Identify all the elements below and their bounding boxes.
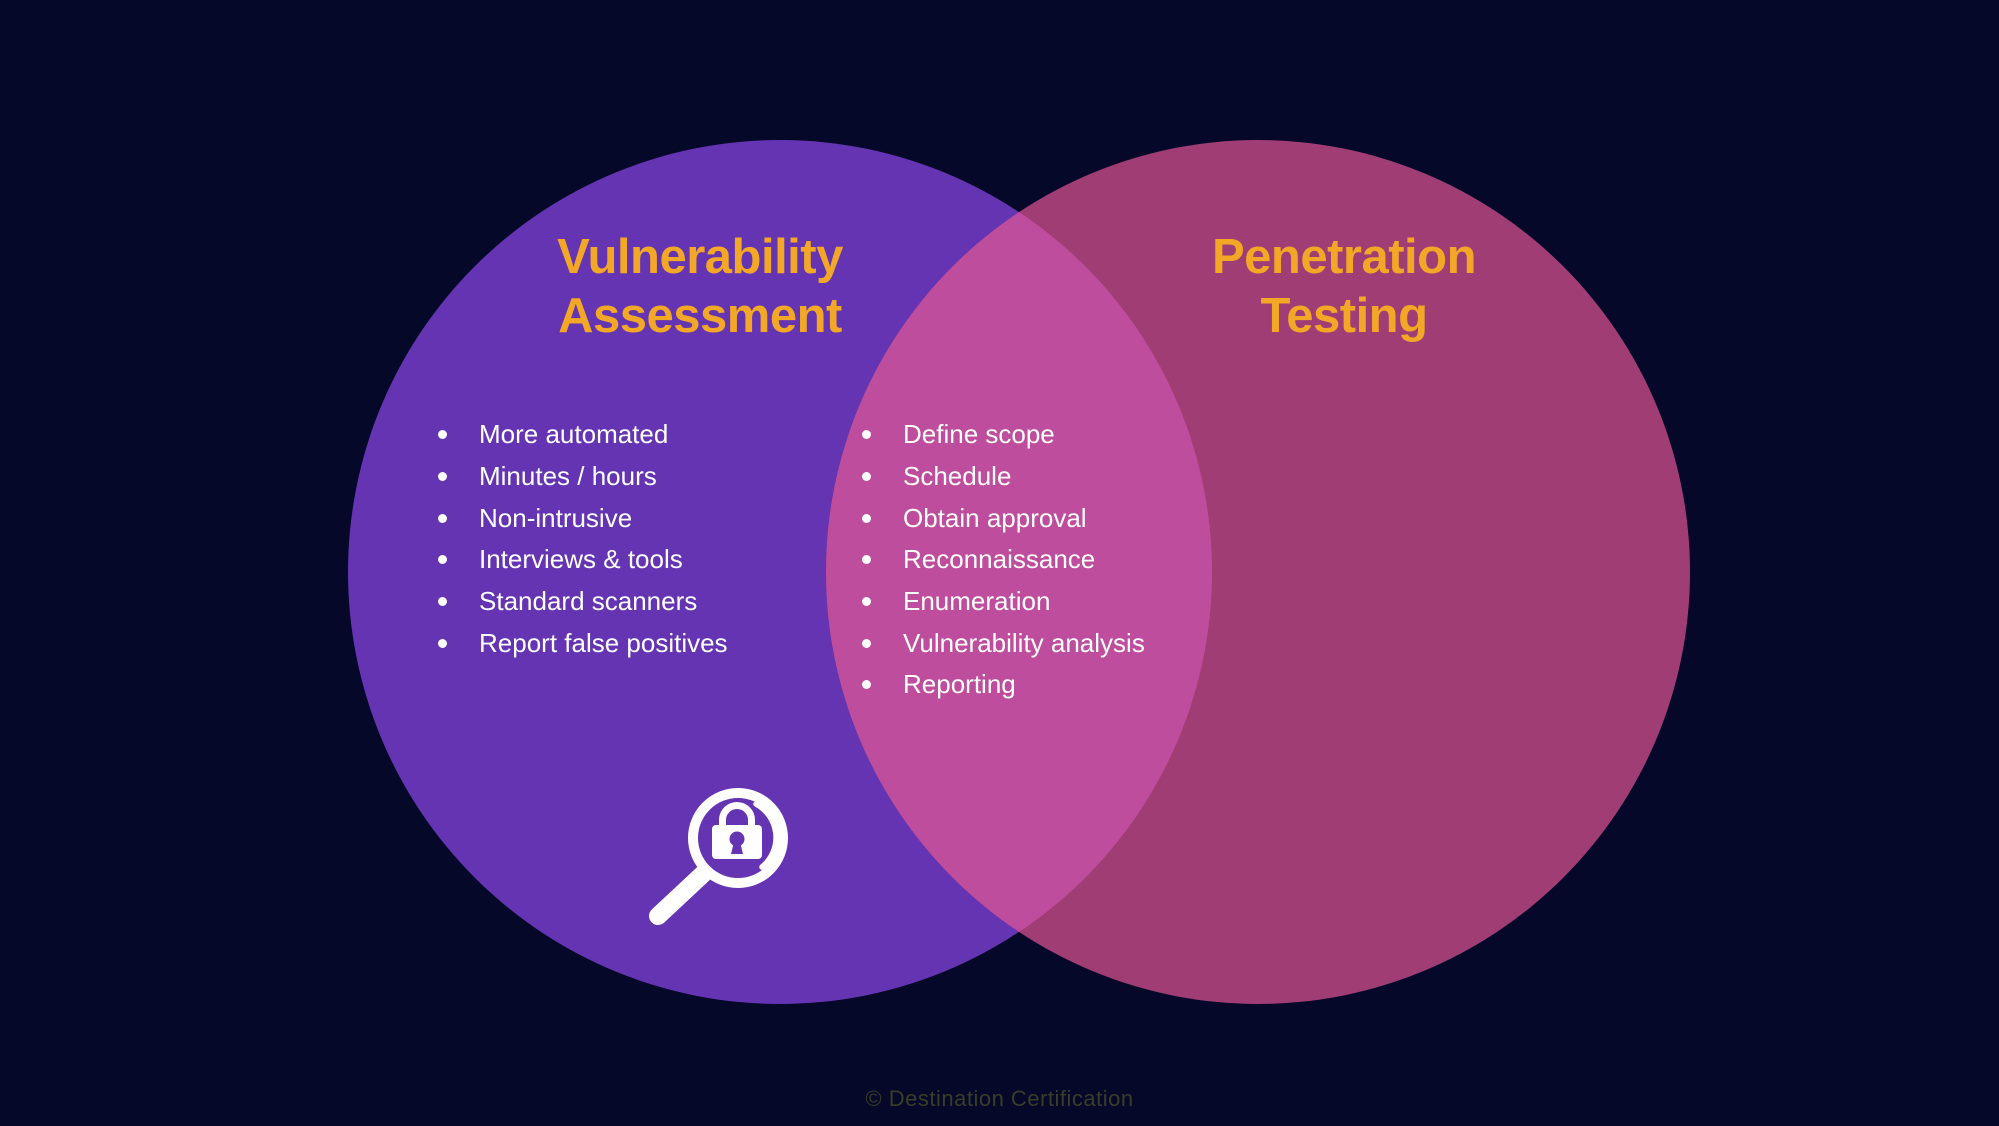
list-item: Interviews & tools: [438, 539, 728, 581]
lens-highlight-arc: [753, 801, 779, 870]
list-item: Non-intrusive: [438, 497, 728, 539]
list-item-label: Standard scanners: [479, 586, 698, 617]
list-item: More automated: [438, 414, 728, 456]
vulnerability-assessment-title: Vulnerability Assessment: [557, 230, 843, 343]
venn-overlap-region: [826, 140, 1212, 1004]
bullet-icon: [862, 555, 871, 565]
magnifier-lens-ring: [688, 788, 788, 888]
penetration-testing-title: Penetration Testing: [1211, 230, 1477, 343]
list-item: Obtain approval: [862, 497, 1145, 539]
list-item-label: Schedule: [903, 461, 1012, 492]
list-item-label: Reporting: [903, 669, 1016, 700]
list-item: Vulnerability analysis: [862, 622, 1145, 664]
bullet-icon: [438, 430, 447, 440]
list-item-label: Obtain approval: [903, 502, 1087, 533]
list-item: Enumeration: [862, 581, 1145, 623]
list-item-label: Define scope: [903, 419, 1055, 450]
magnifier-lock-icon: [649, 788, 788, 925]
bullet-icon: [862, 680, 871, 690]
list-item-label: More automated: [479, 419, 669, 450]
list-item: Report false positives: [438, 622, 728, 664]
list-item-label: Reconnaissance: [903, 544, 1096, 575]
bullet-icon: [438, 513, 447, 523]
bullet-icon: [438, 597, 447, 607]
bullet-icon: [438, 638, 447, 648]
list-item: Reconnaissance: [862, 539, 1145, 581]
list-item: Standard scanners: [438, 581, 728, 623]
keyhole-circle: [729, 831, 745, 847]
keyhole-stem: [731, 844, 743, 854]
bullet-icon: [862, 472, 871, 482]
bullet-icon: [862, 430, 871, 440]
padlock-shackle: [719, 802, 755, 826]
list-item-label: Interviews & tools: [479, 544, 683, 575]
bullet-icon: [862, 513, 871, 523]
list-item: Define scope: [862, 414, 1145, 456]
vulnerability-assessment-list: More automated Minutes / hours Non-intru…: [438, 414, 728, 664]
list-item: Reporting: [862, 664, 1145, 706]
list-item-label: Report false positives: [479, 627, 728, 658]
magnifier-handle: [649, 865, 712, 925]
list-item-label: Non-intrusive: [479, 502, 633, 533]
bullet-icon: [862, 597, 871, 607]
list-item: Minutes / hours: [438, 456, 728, 498]
overlap-shared-steps-list: Define scope Schedule Obtain approval Re…: [862, 414, 1145, 706]
list-item-label: Minutes / hours: [479, 461, 657, 492]
list-item-label: Enumeration: [903, 586, 1051, 617]
copyright-text: © Destination Certification: [865, 1086, 1134, 1111]
list-item-label: Vulnerability analysis: [903, 627, 1145, 658]
list-item: Schedule: [862, 456, 1145, 498]
bullet-icon: [438, 472, 447, 482]
bullet-icon: [862, 638, 871, 648]
bullet-icon: [438, 555, 447, 565]
